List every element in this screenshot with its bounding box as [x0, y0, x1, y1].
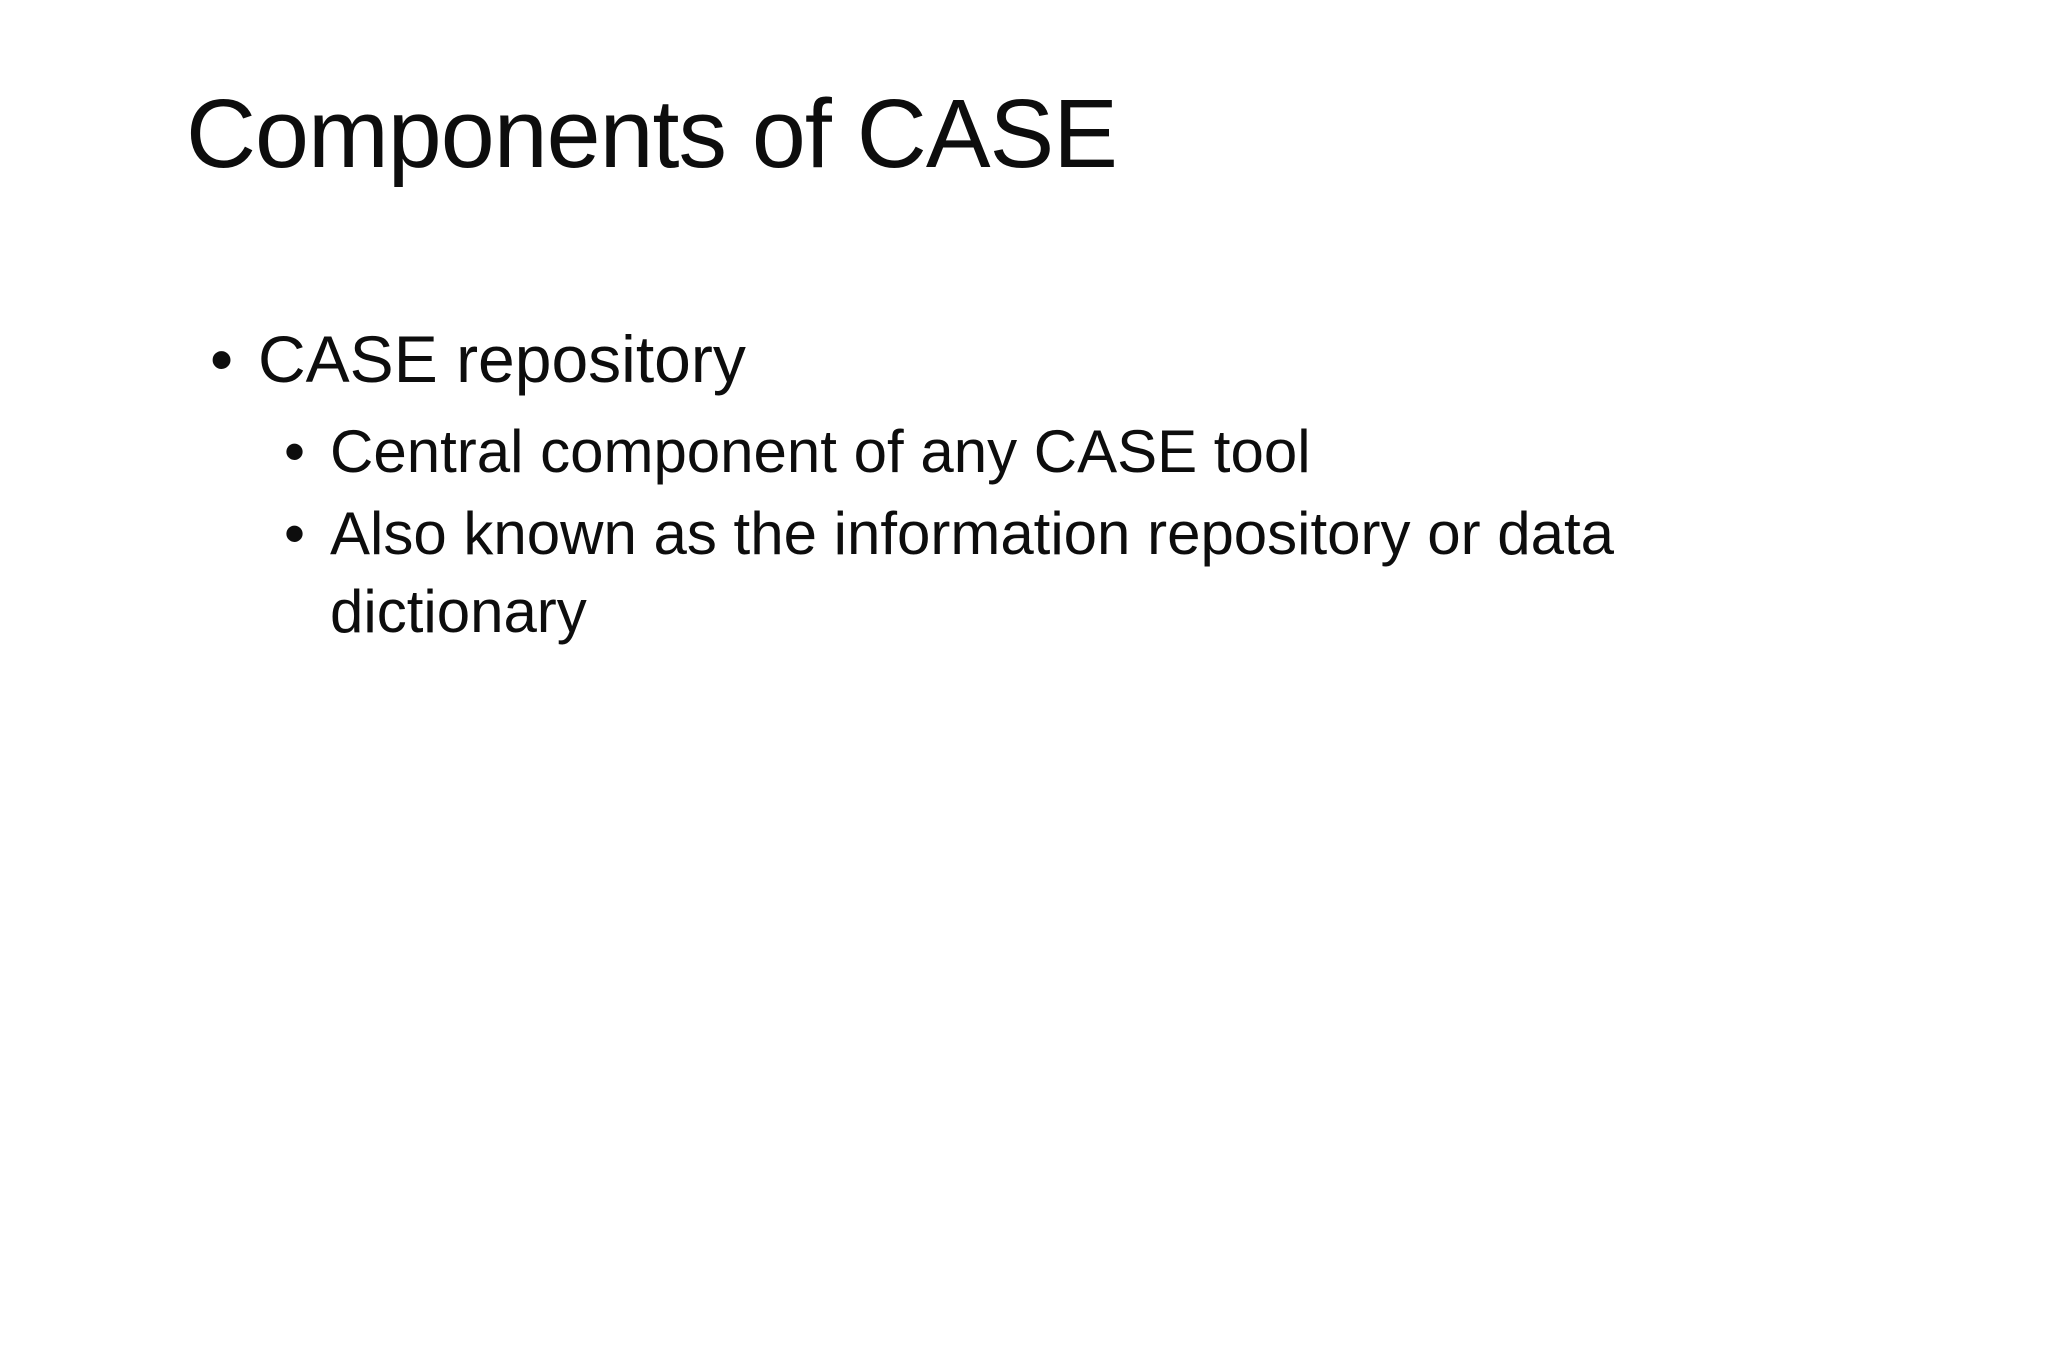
- slide-title: Components of CASE: [186, 79, 1118, 188]
- bullet-icon: •: [284, 500, 306, 567]
- list-item: • Also known as the information reposito…: [284, 495, 1614, 651]
- list-item-text: Also known as the information repository…: [330, 500, 1614, 645]
- bullet-icon: •: [210, 322, 234, 396]
- bullet-icon: •: [284, 418, 306, 485]
- list-item: • CASE repository: [210, 322, 746, 398]
- list-item-text: CASE repository: [258, 322, 746, 396]
- list-item: • Central component of any CASE tool: [284, 413, 1311, 491]
- list-item-text: Central component of any CASE tool: [330, 418, 1311, 485]
